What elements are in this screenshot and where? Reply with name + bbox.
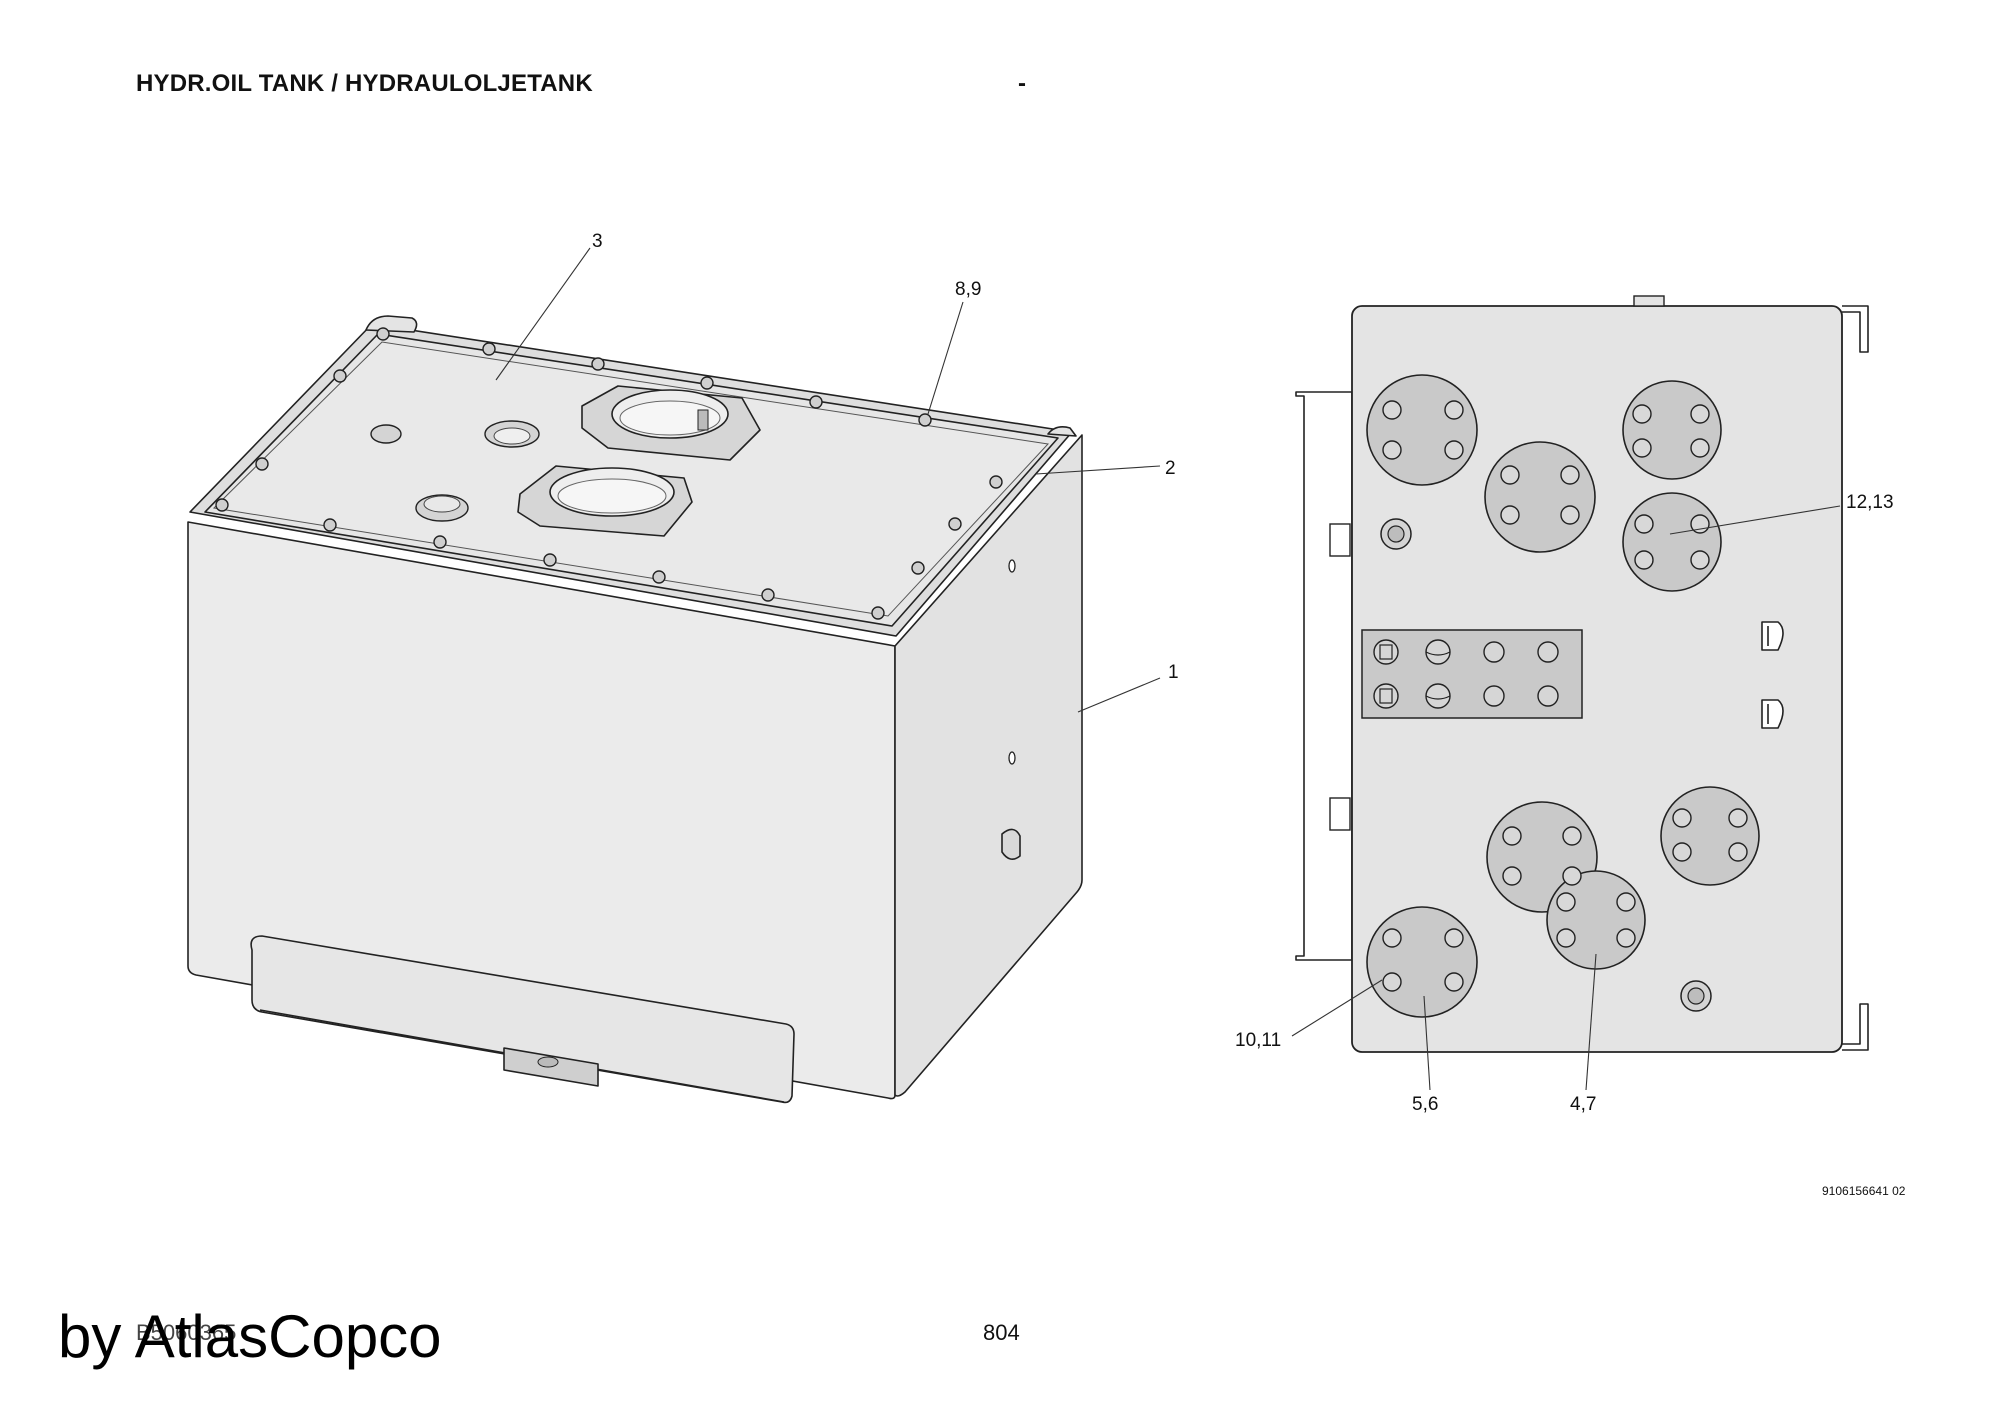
- lid-bolts: [215, 327, 1003, 620]
- document-code: B5060365: [136, 1320, 237, 1345]
- watermark: by AtlasCopco: [58, 1303, 442, 1370]
- callout-4-7: 4,7: [1570, 1094, 1596, 1115]
- callout-8-9: 8,9: [955, 279, 981, 300]
- callout-labels: 3 8,9 2 1 12,13 10,11 5,6 4,7: [592, 231, 1894, 1115]
- title-dash: -: [1018, 70, 1026, 97]
- tank-flange-rear: [581, 385, 761, 461]
- callout-1: 1: [1168, 662, 1179, 683]
- callout-3: 3: [592, 231, 603, 252]
- flange-bolts: [1382, 400, 1748, 992]
- callout-leaders: [495, 247, 1841, 1091]
- tank-isometric-view: [187, 315, 1083, 1104]
- page-number: 804: [983, 1320, 1020, 1345]
- tank-top-view: [1295, 295, 1869, 1053]
- callout-12-13: 12,13: [1846, 492, 1894, 513]
- page-title: HYDR.OIL TANK / HYDRAULOLJETANK: [136, 70, 593, 97]
- callout-2: 2: [1165, 458, 1176, 479]
- callout-5-6: 5,6: [1412, 1094, 1438, 1115]
- drawing-number: 9106156641 02: [1822, 1184, 1906, 1198]
- tank-flange-front: [517, 465, 693, 537]
- callout-10-11: 10,11: [1235, 1030, 1281, 1051]
